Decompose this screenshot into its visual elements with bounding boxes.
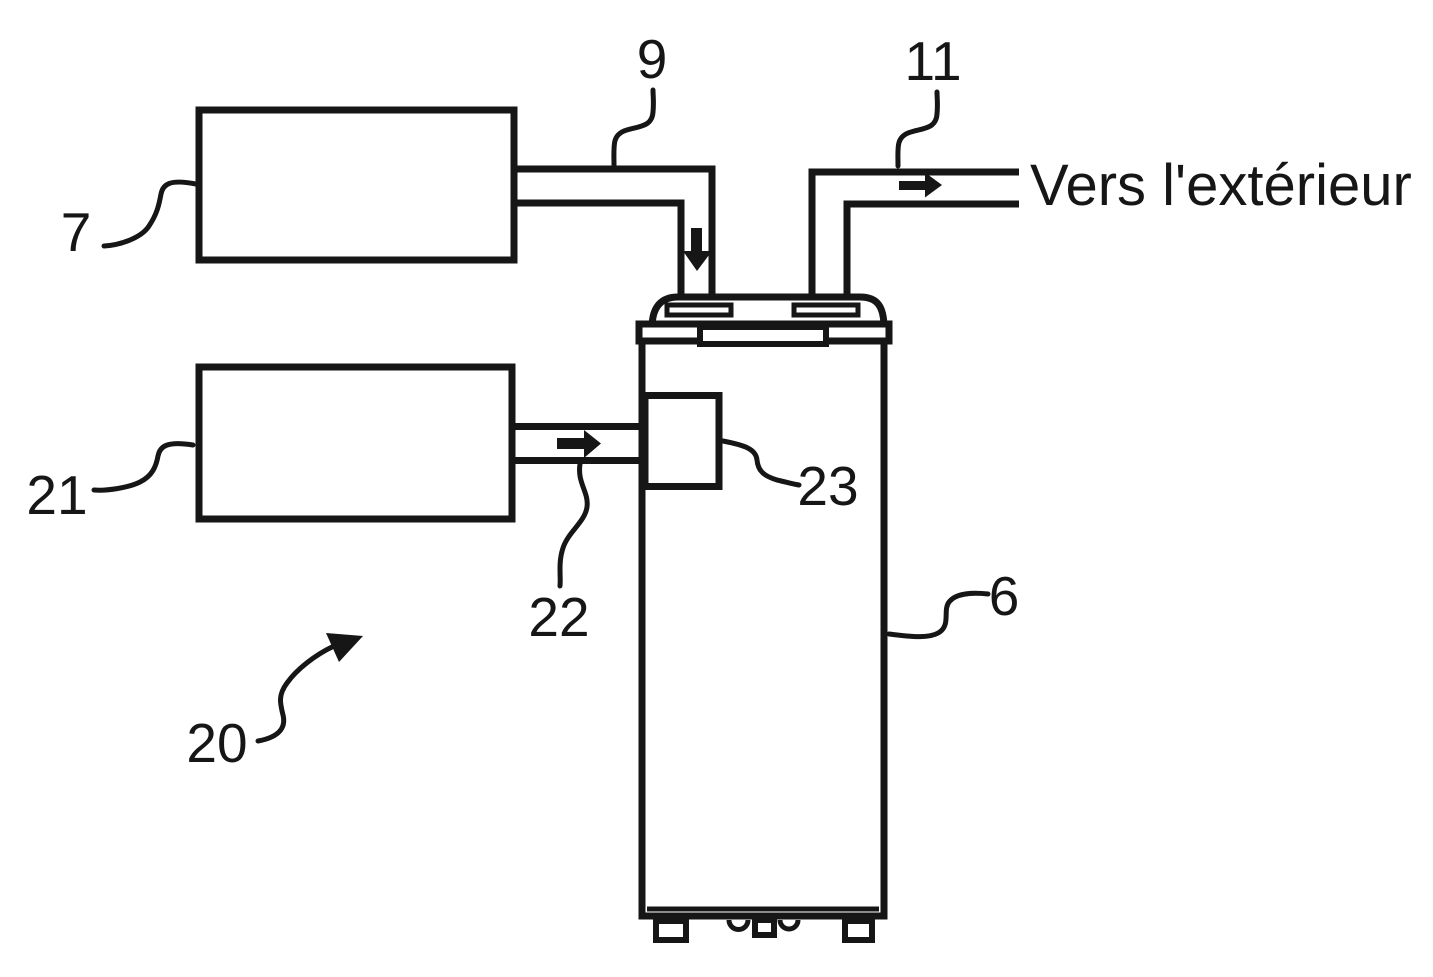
leader-line-21 [91,441,196,493]
ref-numeral-6: 6 [989,565,1020,627]
leader-line-9 [611,87,656,169]
tank-foot-right [842,918,875,943]
ref-numeral-9: 9 [637,28,668,90]
inlet-unit-23 [641,392,723,490]
leader-line-22 [557,461,590,589]
leader-line-23 [720,438,802,488]
tank-drain-arc-left [726,919,751,932]
ref-numeral-11: 11 [904,30,961,92]
tank-collar-central-plate [697,324,829,347]
leader-line-11 [895,89,940,169]
tank-drain-fitting [752,917,777,938]
lower-box-21 [195,363,516,523]
flow-arrow-right-exhaust-icon [899,172,942,198]
system-arrow-20-head-icon [326,633,363,662]
pipe-9-outer-wall [514,165,716,300]
tank-cap-bar-left [664,302,734,318]
tank-drain-arc-right [777,919,801,932]
flow-arrow-down-icon [683,228,712,271]
leader-line-6 [886,590,991,640]
leader-line-7 [101,179,199,249]
pipe-11-inner-wall [843,200,1019,300]
ref-numeral-21: 21 [26,464,87,526]
system-arrow-20-shaft [255,643,337,744]
ref-numeral-22: 22 [528,586,589,648]
flow-arrow-right-inlet-icon [557,430,601,458]
tank-foot-left [653,918,689,943]
ref-numeral-20: 20 [186,712,247,774]
pipe-9-inner-wall [514,199,685,300]
upper-box-7 [195,106,518,264]
ref-numeral-23: 23 [797,455,858,517]
pipe-11-outer-wall [808,168,1019,300]
ref-numeral-7: 7 [61,201,92,263]
tank-cap-bar-right [791,302,861,318]
exhaust-annotation-text: Vers l'extérieur [1030,153,1412,218]
